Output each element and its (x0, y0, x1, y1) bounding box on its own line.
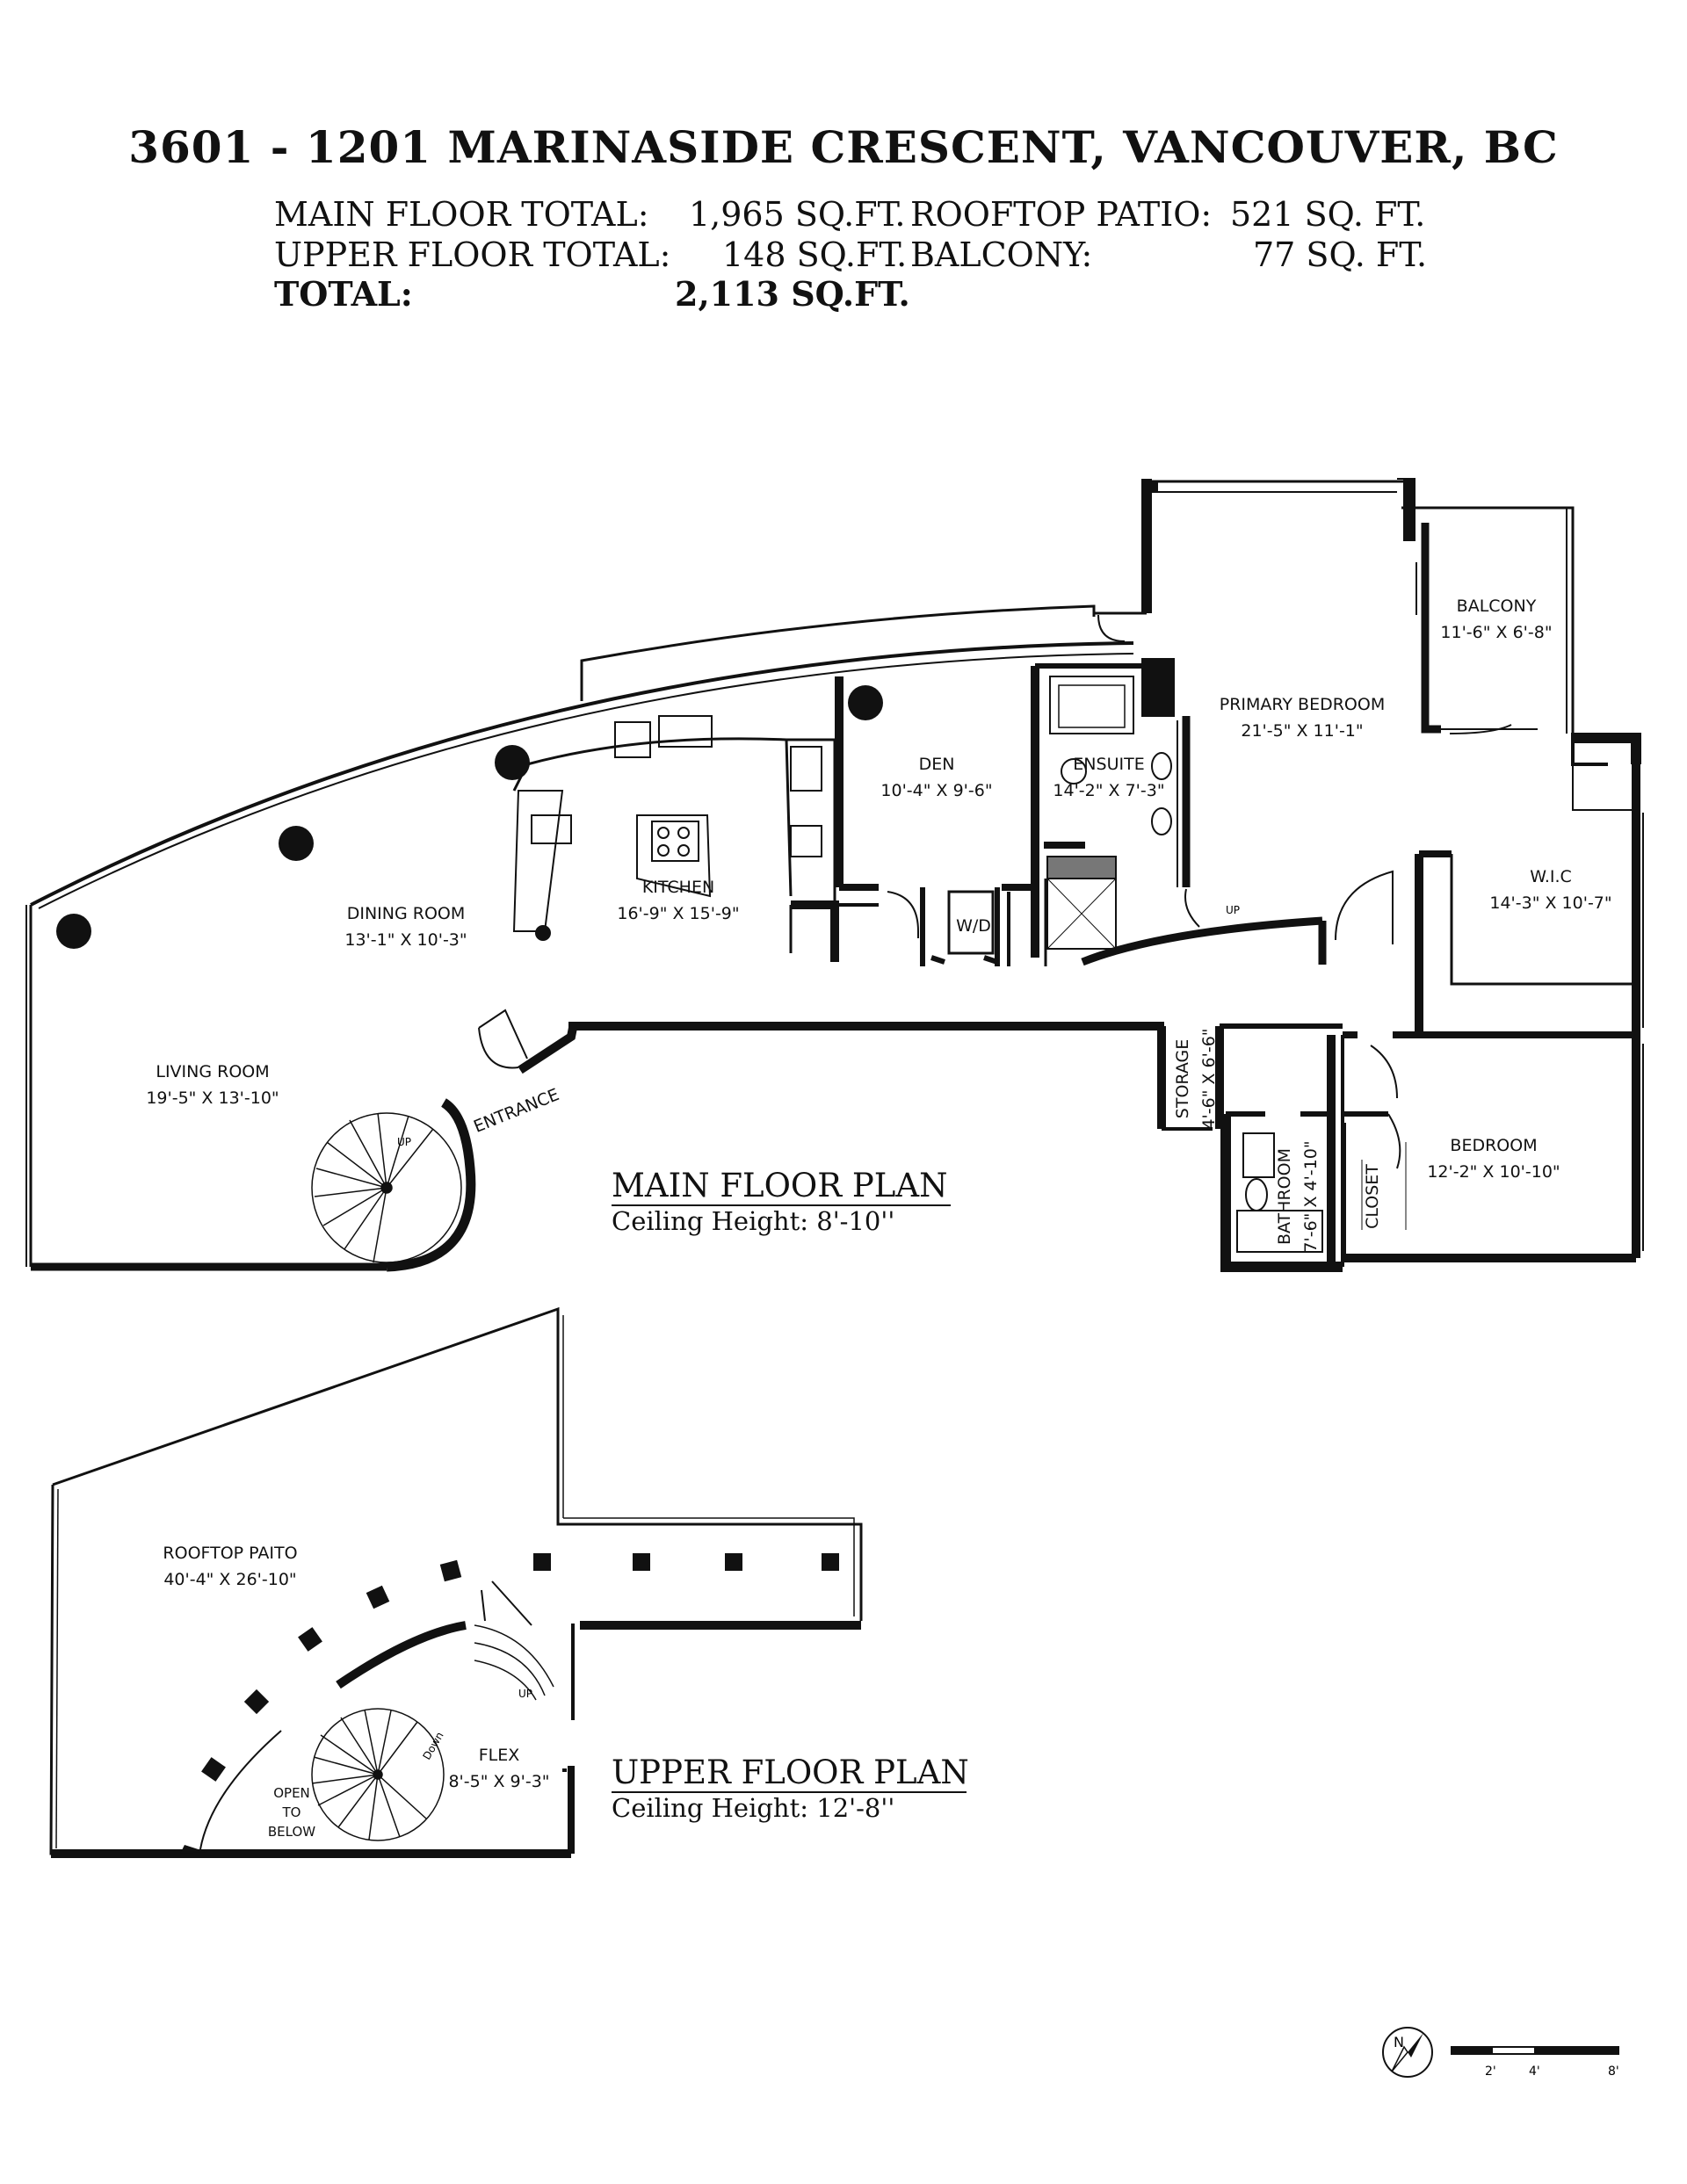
main-floor-title: MAIN FLOOR PLAN (612, 1167, 947, 1204)
main-floor-total-value: 1,965 SQ.FT. (689, 195, 906, 234)
balcony-name: BALCONY (1457, 597, 1537, 616)
up-label-stair: UP (397, 1136, 411, 1148)
dining-room-dim: 13'-1" X 10'-3" (344, 930, 467, 950)
plan-header: 3601 - 1201 MARINASIDE CRESCENT, VANCOUV… (0, 0, 1687, 334)
entrance-label: ENTRANCE (471, 1085, 562, 1137)
main-floor-ceiling: Ceiling Height: 8'-10'' (612, 1206, 894, 1236)
bathroom-dim: 7'-6" X 4'-10" (1301, 1140, 1321, 1252)
den-dim: 10'-4" X 9'-6" (880, 781, 992, 800)
north-label: N (1394, 2034, 1404, 2050)
scale-mark-8: 8' (1608, 2065, 1619, 2079)
living-room-name: LIVING ROOM (156, 1062, 269, 1081)
north-arrow-icon: N (1382, 2027, 1433, 2078)
bedroom-name: BEDROOM (1450, 1136, 1537, 1155)
wd-label: W/D (956, 916, 991, 936)
rooftop-patio-label: ROOFTOP PATIO: (910, 195, 1213, 234)
bathroom-name: BATHROOM (1275, 1148, 1294, 1245)
kitchen-name: KITCHEN (642, 878, 714, 897)
scale-mark-2: 2' (1485, 2065, 1496, 2079)
main-floor-total-label: MAIN FLOOR TOTAL: (274, 195, 649, 234)
balcony-value: 77 SQ. FT. (1253, 235, 1428, 274)
upper-floor-title: UPPER FLOOR PLAN (612, 1754, 969, 1791)
property-title: 3601 - 1201 MARINASIDE CRESCENT, VANCOUV… (128, 121, 1559, 173)
scale-mark-4: 4' (1529, 2065, 1540, 2079)
wic-name: W.I.C (1530, 867, 1572, 886)
primary-bedroom-dim: 21'-5" X 11'-1" (1241, 721, 1363, 741)
rooftop-patio-value: 521 SQ. FT. (1230, 195, 1426, 234)
main-floor-walls (25, 478, 1644, 1272)
upper-spiral-stair (311, 1708, 445, 1841)
open-to-below-2: TO (282, 1804, 301, 1820)
wic-dim: 14'-3" X 10'-7" (1489, 893, 1611, 913)
flex-name: FLEX (479, 1746, 520, 1765)
dining-room-name: DINING ROOM (347, 904, 466, 923)
upper-floor-ceiling: Ceiling Height: 12'-8'' (612, 1793, 894, 1823)
bedroom-dim: 12'-2" X 10'-10" (1427, 1162, 1560, 1182)
balcony-label: BALCONY: (910, 235, 1093, 274)
flex-dim: 8'-5" X 9'-3" (448, 1772, 549, 1791)
upper-up-label: UP (518, 1688, 532, 1700)
upper-floor-total-label: UPPER FLOOR TOTAL: (274, 235, 671, 274)
kitchen-dim: 16'-9" X 15'-9" (617, 904, 739, 923)
upper-posts (180, 1553, 839, 1854)
upper-floor-total-value: 148 SQ.FT. (722, 235, 908, 274)
rooftop-name: ROOFTOP PAITO (163, 1544, 297, 1563)
up-label-ensuite: UP (1226, 904, 1240, 916)
primary-bedroom-name: PRIMARY BEDROOM (1220, 695, 1385, 714)
scale-bar: 2' 4' 8' (1451, 2046, 1619, 2079)
storage-dim: 4'-6" X 6'-6" (1199, 1028, 1219, 1129)
total-label: TOTAL: (274, 274, 413, 314)
closet-name: CLOSET (1363, 1164, 1382, 1229)
ensuite-name: ENSUITE (1073, 755, 1144, 774)
balcony-dim: 11'-6" X 6'-8" (1440, 623, 1552, 642)
open-to-below-3: BELOW (268, 1824, 315, 1840)
open-to-below-1: OPEN (273, 1785, 310, 1801)
upper-floor-labels: ROOFTOP PAITO 40'-4" X 26'-10" FLEX 8'-5… (163, 1544, 968, 1840)
living-room-dim: 19'-5" X 13'-10" (146, 1088, 279, 1108)
main-floor-labels: LIVING ROOM 19'-5" X 13'-10" DINING ROOM… (146, 597, 1611, 1253)
storage-name: STORAGE (1173, 1039, 1192, 1118)
ensuite-dim: 14'-2" X 7'-3" (1053, 781, 1164, 800)
columns (56, 685, 883, 949)
total-value: 2,113 SQ.FT. (675, 274, 910, 314)
rooftop-dim: 40'-4" X 26'-10" (163, 1570, 296, 1589)
main-spiral-stair (311, 1112, 462, 1263)
den-name: DEN (919, 755, 955, 774)
upper-down-label: Down (420, 1730, 445, 1761)
upper-floor-walls (49, 1306, 863, 1858)
